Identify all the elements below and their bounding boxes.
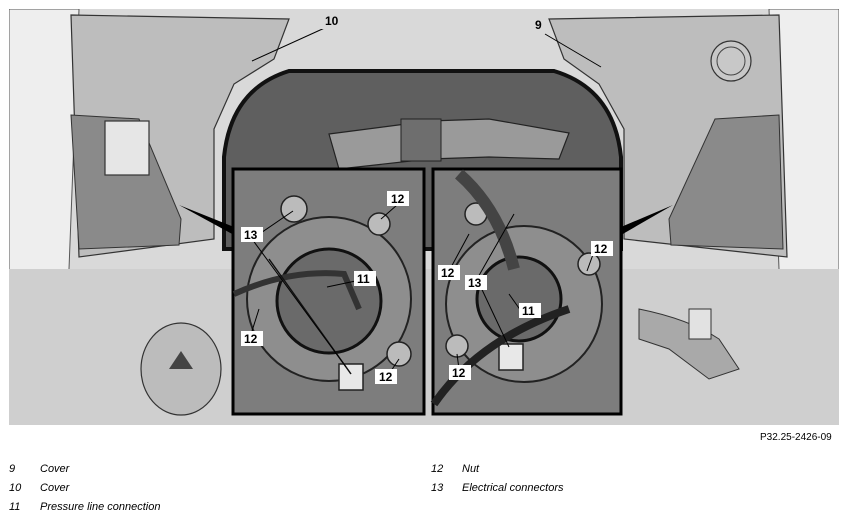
legend-text: Cover	[40, 463, 70, 475]
leader-13c	[476, 213, 515, 280]
legend-item: 10 Cover	[9, 482, 69, 494]
legend-number: 13	[431, 482, 444, 494]
filler-cap-ring	[716, 46, 746, 76]
callout-12a-bg	[387, 191, 409, 206]
right-nut-b	[577, 252, 601, 276]
callout-12c: 12	[379, 370, 393, 384]
callout-12f-bg	[449, 365, 471, 380]
callout-13a: 13	[244, 228, 258, 242]
callout-12b: 12	[244, 332, 258, 346]
callout-10: 10	[325, 14, 339, 28]
callout-13a-bg	[241, 227, 263, 242]
legend-text: Cover	[40, 482, 70, 494]
leader-12a	[380, 204, 398, 220]
callout-12f: 12	[452, 366, 466, 380]
left-nut-a	[280, 195, 308, 223]
callout-12e-bg	[591, 241, 613, 256]
callout-12d: 12	[441, 266, 455, 280]
legend-item: 12 Nut	[431, 463, 479, 475]
left-nut-c	[386, 341, 412, 367]
right-mesh-panel	[668, 114, 784, 250]
right-nut-c	[445, 334, 469, 358]
callout-13b: 13	[468, 276, 482, 290]
legend-number: 9	[9, 463, 16, 475]
legend-text: Pressure line connection	[40, 501, 161, 513]
left-connector	[338, 363, 364, 391]
leader-9	[544, 33, 602, 68]
left-nut-b	[367, 212, 391, 236]
right-detail-pointer	[621, 205, 673, 235]
legend-number: 10	[9, 482, 22, 494]
leader-12b	[251, 308, 260, 332]
callout-11a: 11	[357, 272, 370, 286]
callout-labels: 10 9 13 12 11 12 12 12 13 12 11 12	[241, 13, 613, 384]
intake-bellows	[400, 118, 442, 162]
callout-10-bg	[321, 13, 343, 29]
legend-item: 11 Pressure line connection	[9, 501, 160, 513]
right-detail-inset	[430, 167, 623, 416]
right-pressure-line	[430, 305, 571, 407]
callout-12d-bg	[438, 265, 460, 280]
legend-item: 13 Electrical connectors	[431, 482, 564, 494]
callout-11b: 11	[522, 304, 535, 318]
left-vent-box	[104, 120, 150, 176]
callout-12e: 12	[594, 242, 608, 256]
leader-10	[251, 25, 330, 62]
left-mesh-panel	[70, 114, 182, 250]
leader-13d	[476, 278, 510, 348]
callout-12c-bg	[375, 369, 397, 384]
figure-reference-code: P32.25-2426-09	[760, 432, 832, 443]
callout-11a-bg	[354, 271, 376, 286]
air-intake-duct	[328, 118, 570, 170]
legend-text: Nut	[462, 463, 480, 475]
engine-compartment-illustration: 10 9 13 12 11 12 12 12 13 12 11 12	[9, 9, 839, 425]
warning-triangle-icon	[169, 351, 193, 369]
right-hose	[454, 169, 520, 271]
left-detail-pointer	[179, 205, 234, 235]
legend-text: Electrical connectors	[462, 482, 564, 494]
callout-9: 9	[535, 18, 542, 32]
callout-13b-bg	[465, 275, 487, 290]
leader-12d	[448, 233, 470, 272]
callout-11b-bg	[519, 303, 541, 318]
right-clamp	[688, 308, 712, 340]
callout-12b-bg	[241, 331, 263, 346]
legend-number: 12	[431, 463, 444, 475]
callout-12a: 12	[391, 192, 405, 206]
legend-item: 9 Cover	[9, 463, 69, 475]
leader-13b	[251, 238, 347, 368]
left-dome-inner	[275, 247, 383, 355]
right-connector	[498, 343, 524, 371]
left-pressure-line	[232, 270, 362, 311]
legend-number: 11	[9, 501, 21, 513]
